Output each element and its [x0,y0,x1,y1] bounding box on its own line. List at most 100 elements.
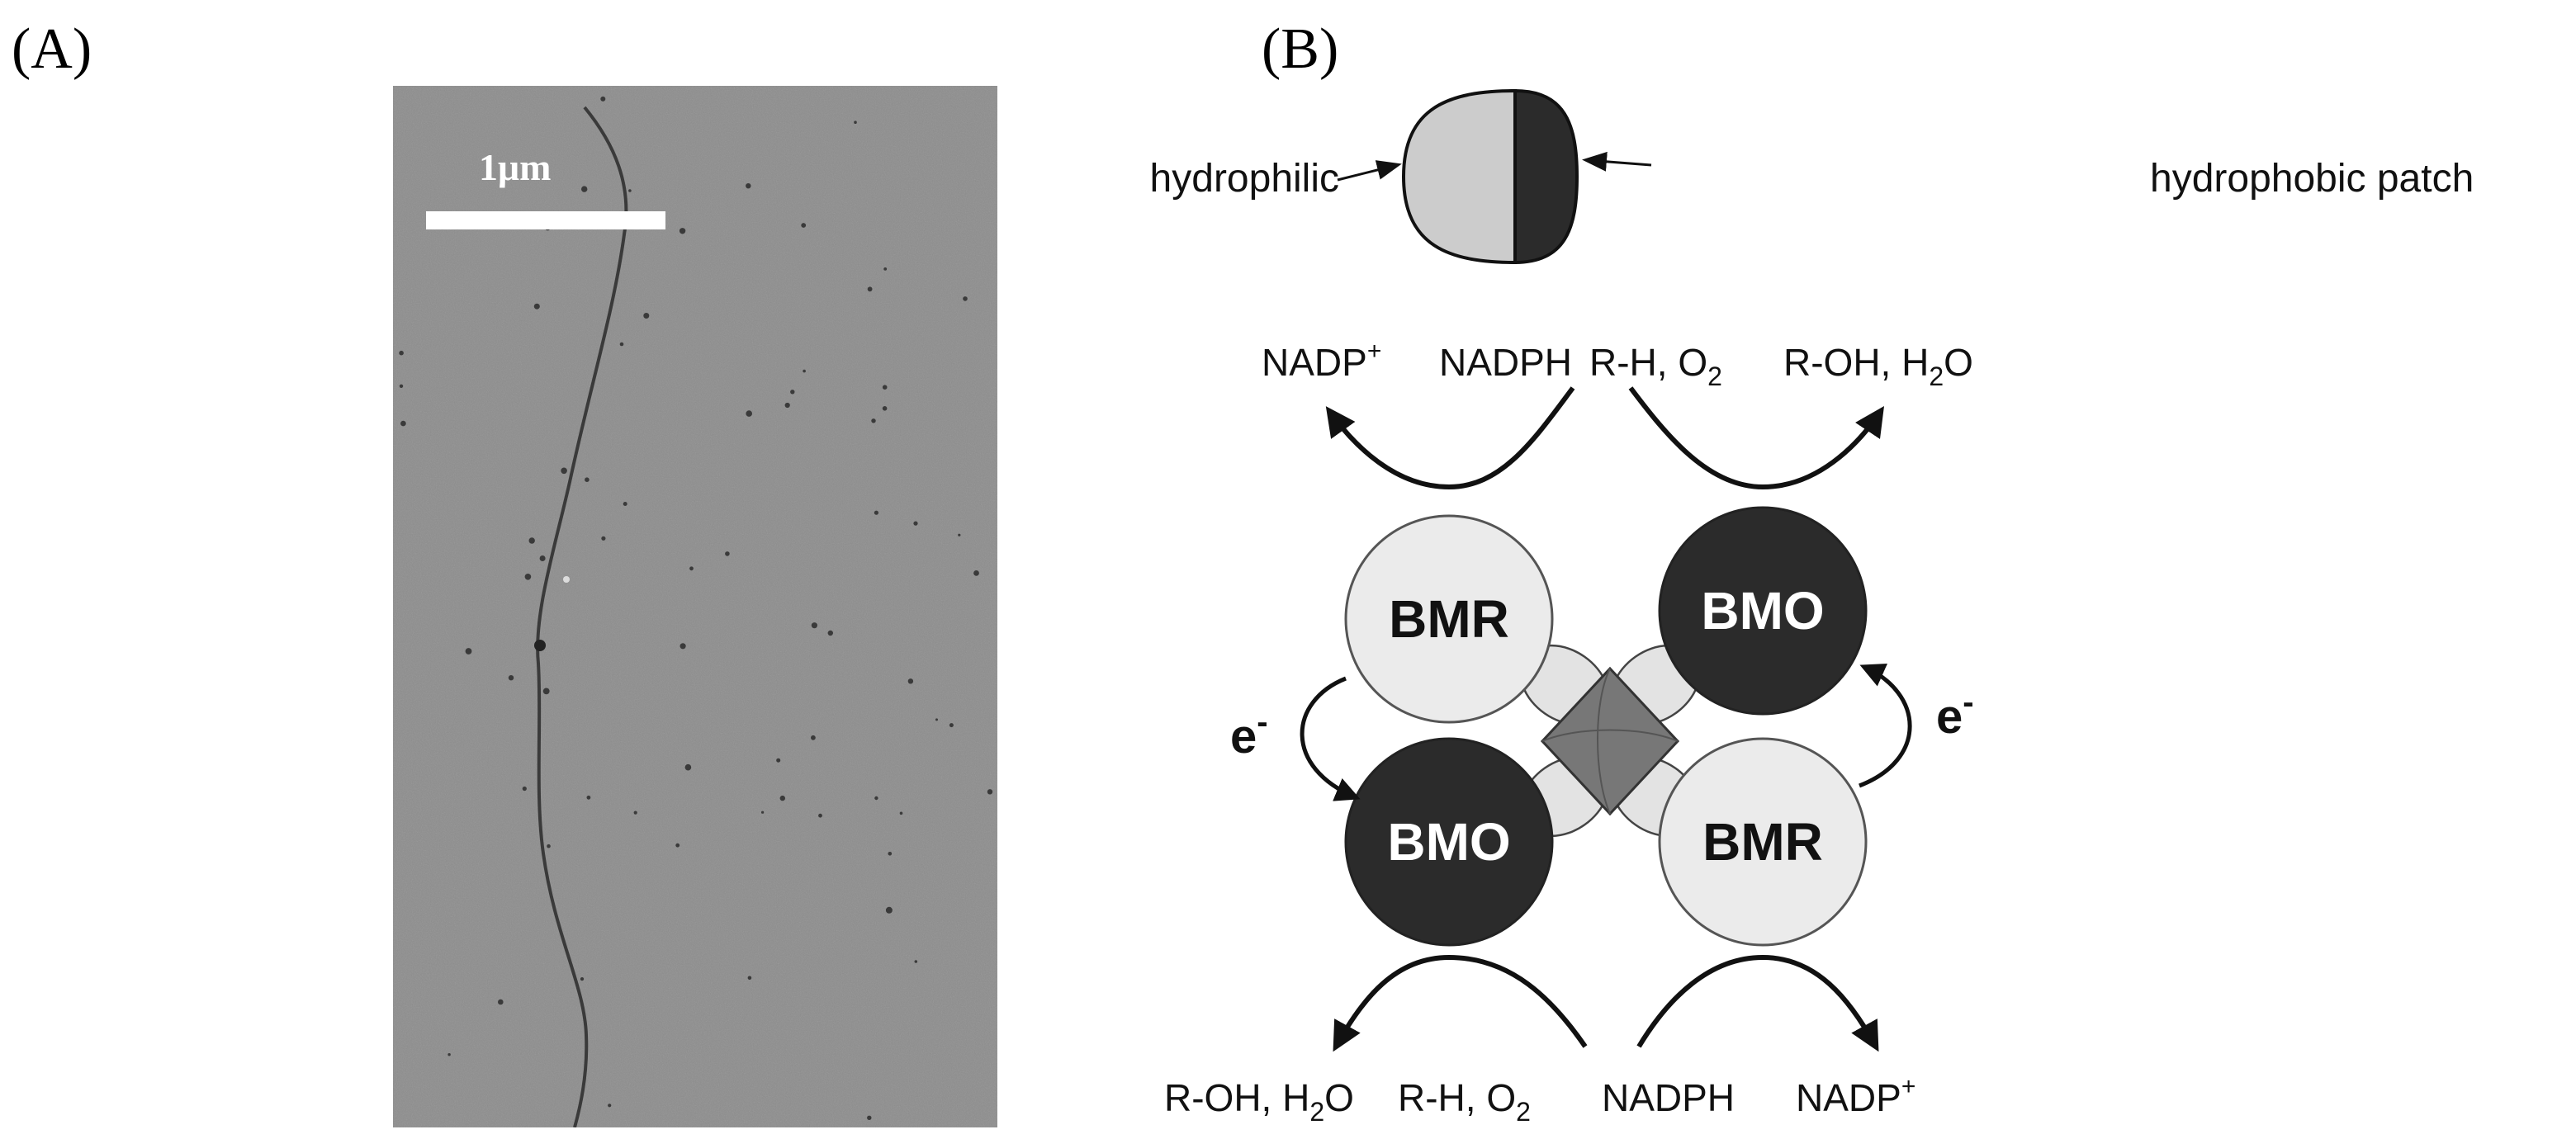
speck [585,477,590,482]
speck [949,723,954,728]
enzyme-label-bottom-right: BMR [1702,812,1823,872]
speck [882,385,888,390]
speck [776,758,781,763]
arrow-bottom-left [1333,954,1588,1052]
label-bottom-right-out: NADP+ [1796,1073,1915,1119]
hydrophilic-label: hydrophilic [1150,157,1339,201]
speck [899,811,903,815]
label-top-right-out: R-OH, H2O [1783,341,1973,391]
scale-bar [426,211,665,229]
speck [907,678,914,684]
label-bottom-right-in: NADPH [1602,1076,1735,1119]
speck [784,402,790,409]
label-top-left-in: NADPH [1439,341,1572,384]
bmr-circle-bottom-right [1658,737,1868,947]
speck [601,536,606,541]
speck [871,418,876,423]
speck [542,688,550,695]
speck [888,852,893,856]
speck [508,675,514,681]
micrograph-panel: 1μm [393,86,997,1127]
speck [528,537,535,544]
hydrophobic-label: hydrophobic patch [2150,157,2474,201]
enzyme-label-top-left: BMR [1389,589,1509,649]
bright-speck [563,576,570,583]
speck [498,999,504,1005]
speck [914,960,918,963]
speck [958,533,961,536]
speck [987,789,993,795]
speck [803,369,806,373]
speck [600,96,606,102]
speck [399,384,404,388]
speck [913,521,918,526]
label-bottom-left-out: R-OH, H2O [1164,1076,1354,1127]
arrow-top-left [1325,386,1575,490]
speck [725,551,730,556]
speck [935,718,938,721]
speck [539,555,546,561]
filament-knot [534,640,546,651]
electron-label-right: e- [1936,684,1974,744]
bmr-circle-top-left [1344,514,1554,724]
label-top-left-out: NADP+ [1262,338,1381,384]
speck [801,223,807,228]
enzyme-label-bottom-left: BMO [1387,812,1510,872]
speck [882,406,888,411]
speck [679,228,686,234]
scale-bar-label: 1μm [479,146,551,188]
micrograph-specks [399,96,993,1121]
speck [811,735,816,740]
speck [818,813,822,818]
bmo-circle-bottom-left [1344,737,1554,947]
label-bottom-left-in: R-H, O2 [1398,1076,1531,1127]
speck [874,796,878,801]
speck [633,811,637,815]
speck [885,906,893,914]
speck [874,510,878,515]
hydrophobic-patch-shape [1513,88,1579,265]
hydrophilic-shape [1401,89,1516,264]
speck [761,811,765,814]
speck [867,286,873,292]
speck [447,1053,451,1056]
speck [854,121,857,124]
speck [580,977,585,981]
speck [867,1115,872,1121]
speck [827,630,833,636]
legend: hydrophilic hydrophobic patch [1150,88,2474,265]
electron-arrow-right [1859,664,1912,788]
speck [608,1104,612,1108]
speck [619,342,624,347]
speck [581,186,588,192]
enzyme-label-top-right: BMO [1701,581,1824,640]
bmo-circle-top-right [1658,506,1868,716]
label-top-right-in: R-H, O2 [1589,341,1722,391]
speck [524,574,532,580]
panel-b-label: (B) [1262,17,1339,81]
speck [623,502,627,506]
arrow-bottom-right [1636,954,1879,1052]
speck [883,267,888,271]
speck [779,795,785,801]
electron-arrow-left [1300,676,1361,801]
speck [790,390,795,395]
speck [522,786,527,792]
speck [628,189,632,192]
speck [586,795,591,800]
speck [746,183,751,189]
speck [684,763,692,771]
speck [811,622,817,629]
speck [399,350,404,356]
speck [533,303,540,310]
speck [675,843,680,848]
arrow-top-right [1628,386,1884,490]
speck [400,420,406,427]
speck [561,467,567,475]
speck [747,976,752,981]
speck [465,648,472,655]
speck [973,570,979,576]
speck [746,410,752,417]
micrograph-image: 1μm [393,86,997,1127]
